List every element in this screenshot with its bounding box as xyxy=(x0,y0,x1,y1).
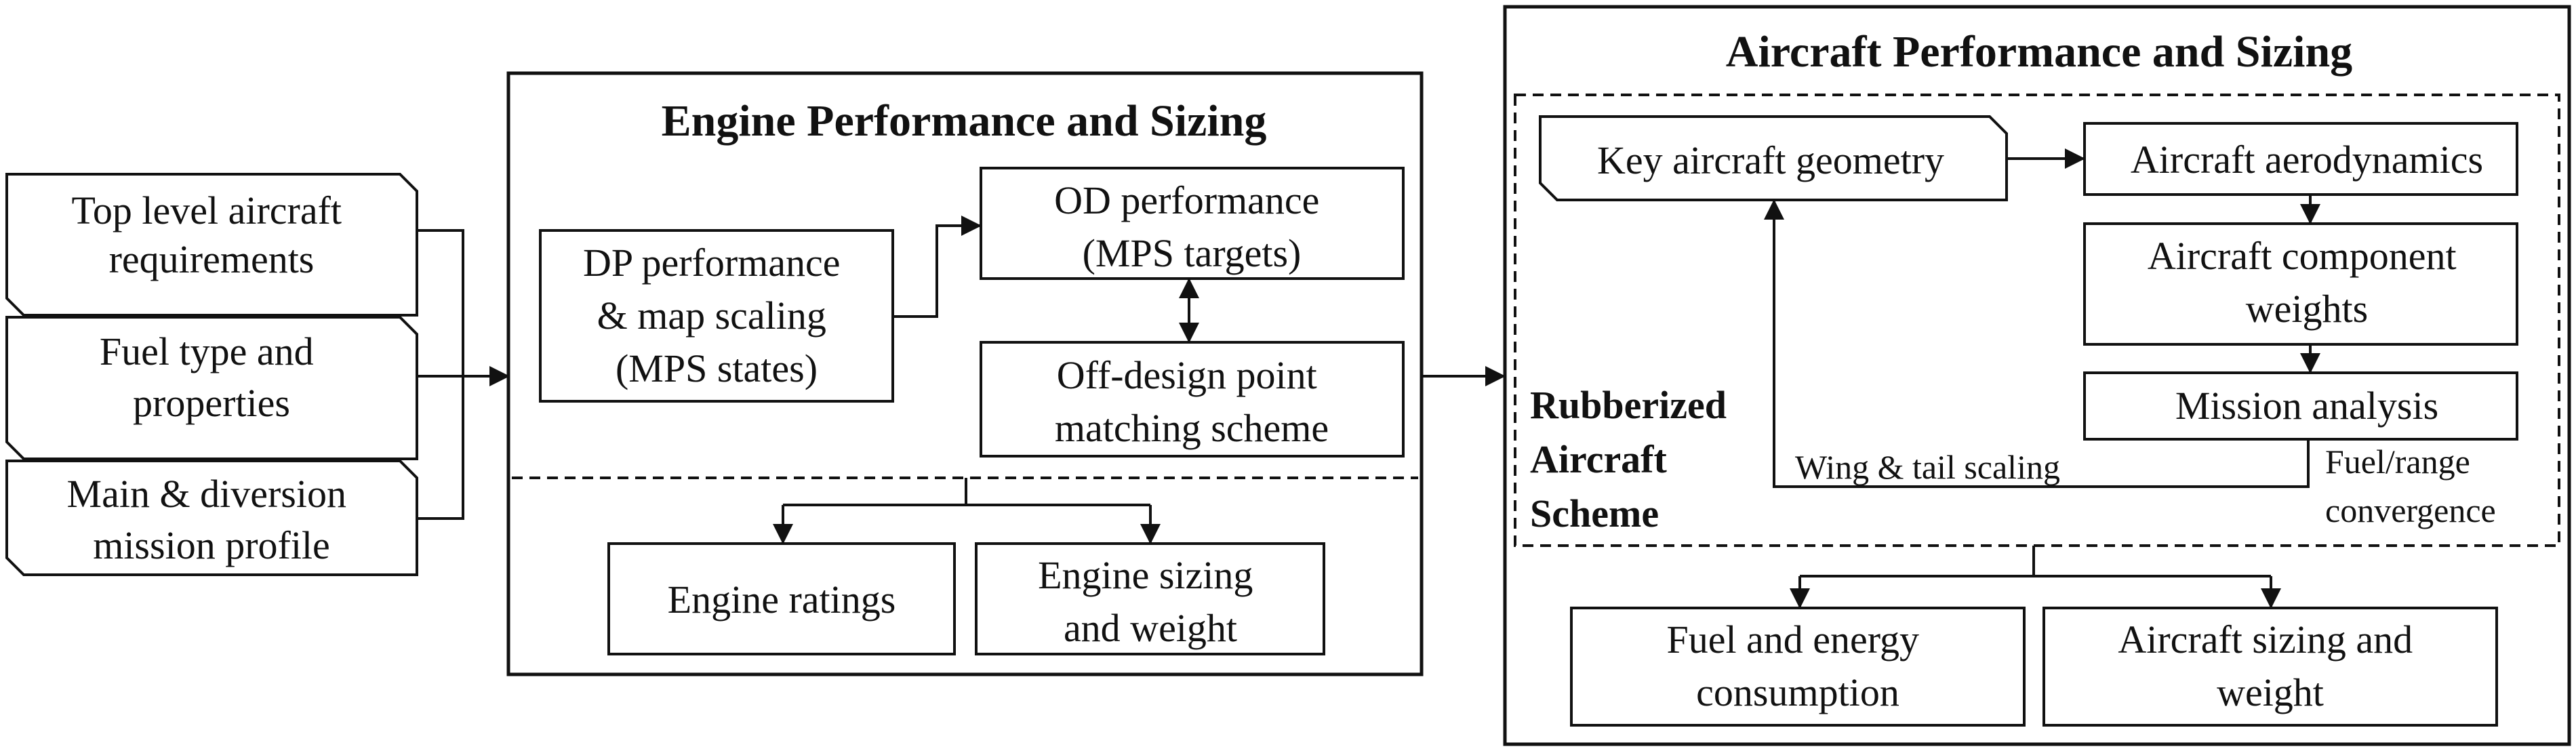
engine-ratings-text: Engine ratings xyxy=(668,577,896,622)
fuel-energy-text: Fuel and energy consumption xyxy=(1666,617,1929,714)
engine-ratings-box xyxy=(607,542,956,655)
matching-scheme-line-1: Off-design point xyxy=(1057,353,1317,397)
input-connector-3 xyxy=(417,376,464,520)
key-geometry-line-1: Key aircraft geometry xyxy=(1597,138,1944,182)
engine-sizing-box xyxy=(975,542,1325,655)
aircraft-sizing-box xyxy=(2042,607,2498,727)
engine-sizing-text: Engine sizing and weight xyxy=(1038,553,1263,650)
engine-sizing-line-1: Engine sizing xyxy=(1038,553,1253,597)
fuel-range-line-1: Fuel/range xyxy=(2325,443,2470,481)
od-performance-text: OD performance (MPS targets) xyxy=(1054,178,1329,275)
matching-scheme-text: Off-design point matching scheme xyxy=(1055,353,1329,450)
aircraft-title: Aircraft Performance and Sizing xyxy=(1726,27,2352,77)
input-fuel-type-line-2: properties xyxy=(133,381,290,425)
input-box-requirements xyxy=(5,173,418,317)
key-geometry-text: Key aircraft geometry xyxy=(1597,138,1944,182)
fuel-energy-line-1: Fuel and energy xyxy=(1666,617,1919,662)
aircraft-sizing-line-1: Aircraft sizing and xyxy=(2118,617,2413,662)
dp-to-od-arrow xyxy=(893,216,982,318)
input-mission-profile-line-2: mission profile xyxy=(93,523,330,567)
key-geometry-box xyxy=(1539,115,2008,201)
wing-tail-scaling-loop xyxy=(1764,199,2310,488)
matching-scheme-line-2: matching scheme xyxy=(1055,406,1329,450)
input-mission-profile-line-1: Main & diversion xyxy=(67,472,346,516)
dp-performance-line-3: (MPS states) xyxy=(616,346,818,390)
aircraft-sizing-line-2: weight xyxy=(2217,670,2324,714)
rubberized-line-1: Rubberized xyxy=(1530,383,1727,427)
engine-ratings-line-1: Engine ratings xyxy=(668,577,896,622)
matching-scheme-box xyxy=(980,341,1405,458)
engine-title: Engine Performance and Sizing xyxy=(662,96,1267,146)
fuel-energy-line-2: consumption xyxy=(1696,670,1899,714)
mission-analysis-text: Mission analysis xyxy=(2175,384,2438,428)
wing-tail-scaling-label: Wing & tail scaling xyxy=(1795,448,2060,486)
dp-performance-line-1: DP performance xyxy=(583,241,841,285)
rubberized-scheme-frame xyxy=(1514,94,2560,547)
fuel-energy-box xyxy=(1570,607,2026,727)
dp-performance-line-2: & map scaling xyxy=(597,293,826,338)
component-weights-box xyxy=(2083,222,2518,346)
input-mission-profile-text: Main & diversion mission profile xyxy=(67,472,357,567)
input-requirements-text: Top level aircraft requirements xyxy=(72,188,352,281)
rubberized-line-2: Aircraft xyxy=(1530,437,1667,481)
aerodynamics-box xyxy=(2083,122,2518,196)
fuel-range-label: Fuel/range convergence xyxy=(2325,443,2496,529)
input-fuel-type-line-1: Fuel type and xyxy=(100,329,314,373)
component-weights-line-1: Aircraft component xyxy=(2148,234,2457,278)
input-box-mission-profile xyxy=(5,460,418,576)
dp-performance-text: DP performance & map scaling (MPS states… xyxy=(583,241,850,390)
input-box-fuel-type xyxy=(5,316,418,460)
od-performance-line-2: (MPS targets) xyxy=(1083,231,1302,275)
mission-analysis-box xyxy=(2083,371,2518,441)
aircraft-sizing-text: Aircraft sizing and weight xyxy=(2118,617,2422,714)
input-fuel-type-text: Fuel type and properties xyxy=(100,329,323,425)
component-weights-line-2: weights xyxy=(2246,287,2368,331)
component-weights-text: Aircraft component weights xyxy=(2148,234,2466,331)
rubberized-line-3: Scheme xyxy=(1530,491,1659,535)
fuel-range-line-2: convergence xyxy=(2325,491,2496,529)
dp-performance-box xyxy=(539,229,894,403)
engine-sizing-line-2: and weight xyxy=(1064,606,1237,650)
od-performance-line-1: OD performance xyxy=(1054,178,1319,222)
aerodynamics-line-1: Aircraft aerodynamics xyxy=(2131,138,2483,182)
rubberized-scheme-label: Rubberized Aircraft Scheme xyxy=(1530,383,1737,535)
input-connector-1 xyxy=(417,229,464,376)
aerodynamics-text: Aircraft aerodynamics xyxy=(2131,138,2483,182)
input-requirements-line-2: requirements xyxy=(109,237,315,281)
input-requirements-line-1: Top level aircraft xyxy=(72,188,342,232)
mission-analysis-line-1: Mission analysis xyxy=(2175,384,2438,428)
